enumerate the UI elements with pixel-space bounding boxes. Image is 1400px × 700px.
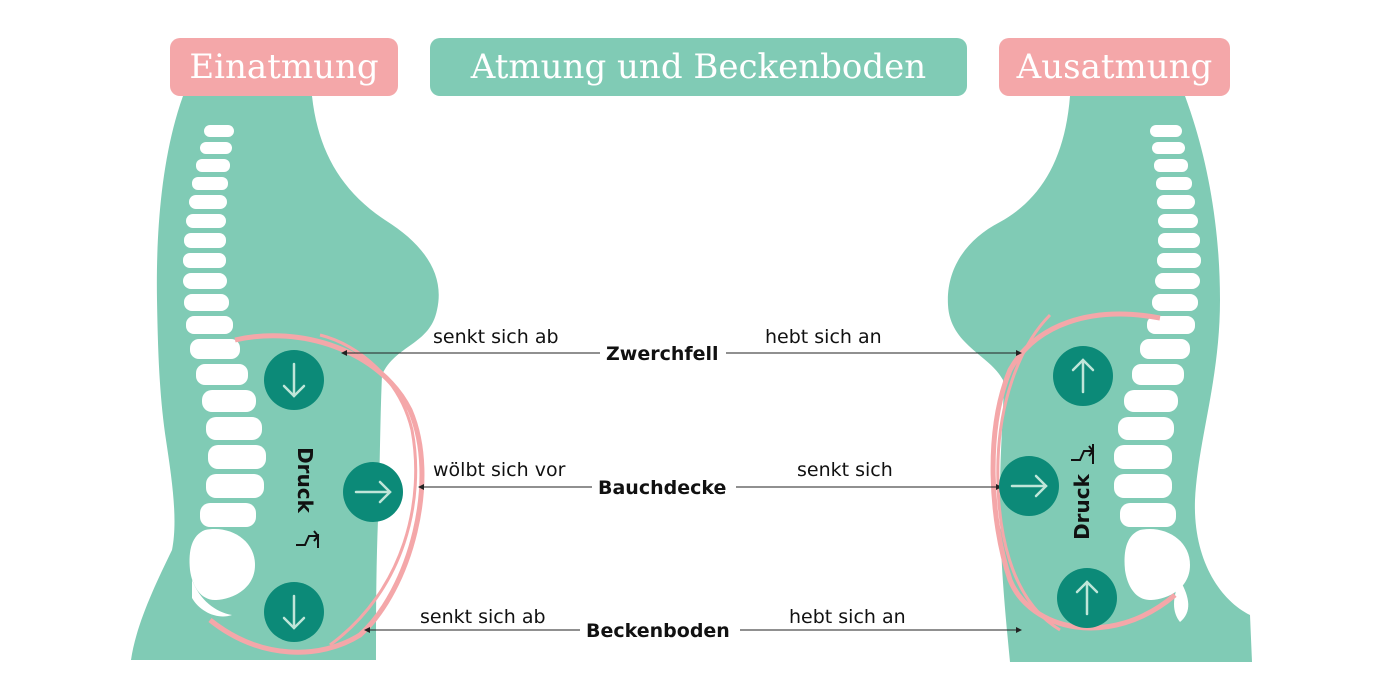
right-bottom-circle — [1057, 568, 1117, 628]
left-mid-circle — [343, 462, 403, 522]
arrow-right-icon — [354, 480, 392, 504]
row-2-right-label: senkt sich — [797, 459, 893, 481]
left-pressure-label: Druck — [292, 447, 317, 513]
row-3-name: Beckenboden — [582, 619, 734, 643]
left-bottom-circle — [264, 582, 324, 642]
row-3-left-label: senkt sich ab — [420, 606, 546, 628]
right-top-circle — [1053, 346, 1113, 406]
arrow-down-icon — [282, 362, 306, 398]
pointer-lines — [343, 352, 1020, 631]
right-pressure-arrow-icon — [1071, 444, 1095, 464]
arrow-up-icon — [1075, 580, 1099, 616]
right-pressure-label: Druck — [1069, 474, 1094, 540]
row-2-left-label: wölbt sich vor — [433, 459, 566, 481]
left-top-circle — [264, 350, 324, 410]
row-1-right-label: hebt sich an — [765, 326, 882, 348]
left-spine — [183, 125, 266, 617]
left-abdomen-outline-inner — [319, 333, 418, 647]
row-1-name: Zwerchfell — [602, 342, 723, 366]
right-spine — [1114, 125, 1201, 622]
row-2-name: Bauchdecke — [594, 476, 731, 500]
right-abdomen-outline-inner — [996, 313, 1061, 632]
left-abdomen-outline — [208, 333, 425, 655]
page-title: Atmung und Beckenboden — [430, 38, 967, 96]
arrow-right-icon — [1010, 474, 1048, 498]
right-abdomen-outline — [990, 311, 1177, 631]
right-mid-circle — [999, 456, 1059, 516]
right-title-badge: Ausatmung — [999, 38, 1230, 96]
row-3-right-label: hebt sich an — [789, 606, 906, 628]
arrow-up-icon — [1071, 358, 1095, 394]
pointer-heads — [341, 350, 1022, 633]
left-title-badge: Einatmung — [170, 38, 398, 96]
arrow-down-icon — [282, 594, 306, 630]
row-1-left-label: senkt sich ab — [433, 326, 559, 348]
left-pressure-arrow-icon — [296, 530, 320, 548]
